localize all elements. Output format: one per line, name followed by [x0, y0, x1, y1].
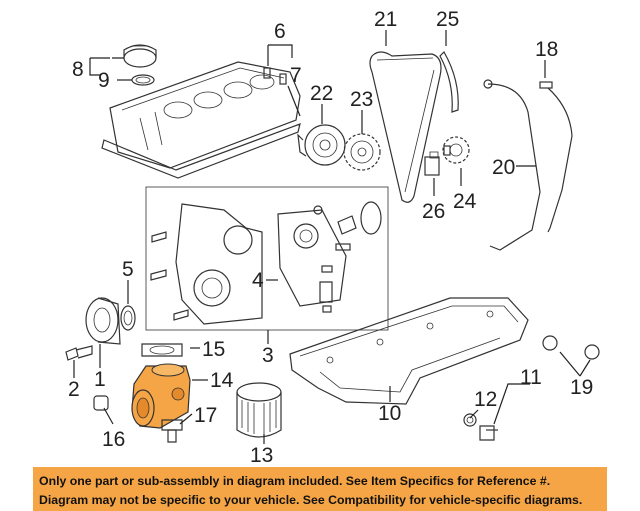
callout-13: 13 [250, 444, 273, 467]
callout-1: 1 [94, 368, 106, 391]
callout-9: 9 [98, 69, 110, 92]
crankshaft-balancer [85, 297, 121, 345]
callout-4: 4 [252, 269, 264, 292]
callout-16: 16 [102, 428, 125, 451]
adapter-gasket [141, 343, 183, 357]
timing-cover-bolts [150, 231, 189, 321]
timing-chain [369, 51, 442, 203]
callout-2: 2 [68, 378, 80, 401]
notice-line-1: Only one part or sub-assembly in diagram… [39, 474, 551, 488]
oil-cap-seal [131, 74, 155, 86]
callout-17: 17 [194, 404, 217, 427]
oil-dipstick [539, 81, 573, 233]
callout-21: 21 [374, 8, 397, 31]
callout-22: 22 [310, 82, 333, 105]
callout-18: 18 [535, 38, 558, 61]
callout-19: 19 [570, 376, 593, 399]
chain-tensioner [424, 151, 440, 176]
callout-8: 8 [72, 58, 84, 81]
leader-lines [73, 30, 591, 444]
timing-chain-guide [439, 51, 459, 113]
compatibility-notice: Only one part or sub-assembly in diagram… [33, 467, 607, 511]
intake-camshaft-actuator [297, 124, 346, 166]
callout-24: 24 [453, 190, 477, 213]
crankshaft-sprocket [442, 136, 470, 164]
drain-plug [479, 425, 498, 441]
oil-filter [236, 382, 282, 438]
front-crank-seal [120, 305, 136, 331]
callout-26: 26 [422, 200, 445, 223]
valve-cover [101, 61, 301, 179]
valve-cover-bolts [263, 67, 287, 85]
callout-12: 12 [474, 388, 497, 411]
notice-line-2: Diagram may not be specific to your vehi… [39, 493, 583, 507]
oil-filter-adapter-highlighted [131, 363, 191, 429]
callout-5: 5 [122, 258, 134, 281]
callout-3: 3 [262, 344, 274, 367]
callout-6: 6 [274, 20, 286, 43]
exhaust-camshaft-sprocket [343, 133, 381, 171]
balancer-bolt [65, 345, 93, 361]
adapter-plug [93, 395, 109, 411]
callout-11: 11 [520, 366, 542, 389]
callout-numbers: 6 7 8 9 21 25 18 22 23 20 24 26 5 4 3 15… [68, 8, 593, 467]
timing-cover-kit-box [145, 186, 389, 331]
callout-23: 23 [350, 88, 373, 111]
callout-25: 25 [436, 8, 459, 31]
oil-pan-seals [542, 335, 600, 360]
oil-pan [289, 297, 529, 405]
dipstick-tube [483, 79, 541, 251]
callout-20: 20 [492, 156, 515, 179]
drain-plug-gasket [463, 413, 477, 427]
oil-filler-cap [123, 44, 157, 68]
callout-7: 7 [290, 64, 302, 87]
timing-cover [175, 203, 263, 325]
oil-pump-assembly [277, 201, 382, 313]
callout-14: 14 [210, 369, 234, 392]
oil-pressure-sensor [161, 419, 183, 443]
callout-15: 15 [202, 338, 225, 361]
callout-10: 10 [378, 402, 401, 425]
